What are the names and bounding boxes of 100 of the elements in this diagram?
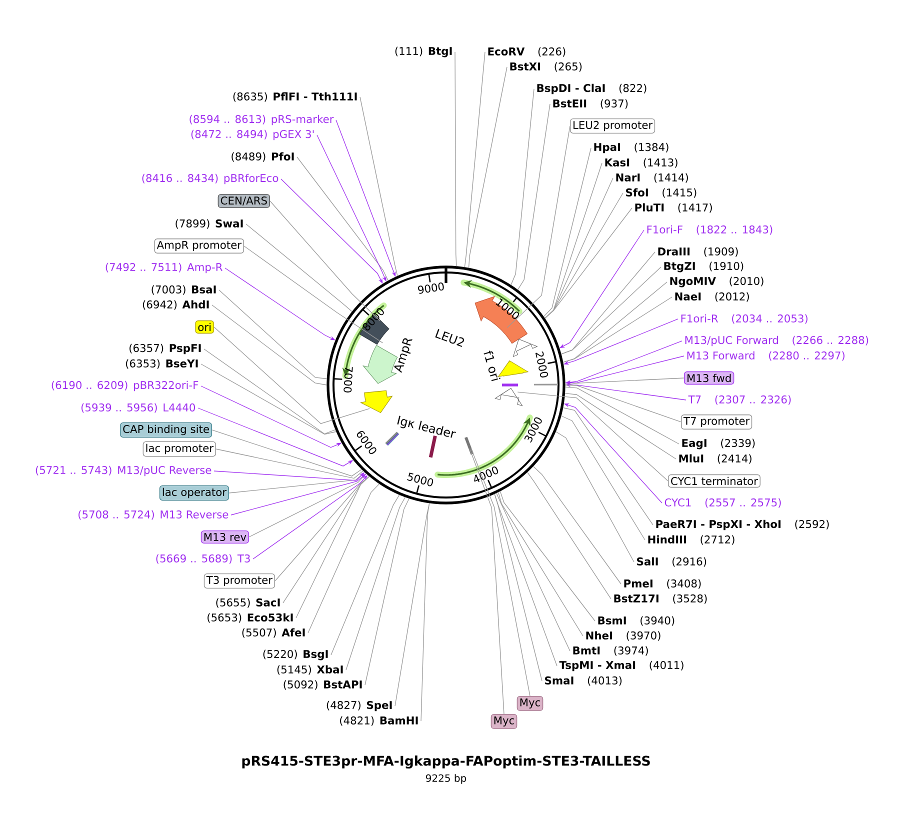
leader-line [498,492,584,636]
enzyme-label: EcoRV (226) [488,47,566,57]
leader-line [506,126,570,328]
feature-box: CYC1 terminator [668,474,760,488]
primer-label: (5721 .. 5743) M13/pUC Reverse [36,466,212,476]
leader-line [494,494,558,666]
leader-line [470,448,530,696]
feature-box: M13 fwd [684,371,734,385]
enzyme-label: BmtI (3974) [573,646,648,656]
primer-label: (8472 .. 8494) pGEX 3' [191,130,314,140]
leader-line [532,466,622,584]
leader-line [468,66,508,268]
primer-label: T7 (2307 .. 2326) [688,395,791,405]
enzyme-label: BsmI (3940) [598,616,674,626]
enzyme-label: (5655) SacI [216,598,280,608]
leader-line [517,104,550,290]
leader-line [560,266,662,354]
primer-label: M13 Forward (2280 .. 2297) [687,351,844,361]
leader-line [244,246,384,344]
primer-label: (7492 .. 7511) Amp-R [106,262,222,274]
leader-line [204,348,336,434]
leader-line [562,282,668,363]
primer-label: F1ori-R (2034 .. 2053) [681,314,808,324]
feature-box: AmpR promoter [154,238,244,254]
primer-label: CYC1 (2557 .. 2575) [664,498,781,508]
leader-line [282,476,370,604]
leader-line [565,384,682,422]
primer-label: (5708 .. 5724) M13 Reverse [78,510,228,520]
feature-box: T7 promoter [681,414,752,430]
leader-line [296,156,388,281]
enzyme-label: KasI (1413) [605,158,678,168]
leader-line [200,364,336,435]
enzyme-label: (8635) PflFI - Tth111I [233,92,357,102]
leader-line [517,392,668,482]
leader-line [214,326,370,424]
enzyme-label: (6353) BseYI [126,359,198,369]
leader-line [564,392,676,460]
leader-line [270,200,380,322]
leader-line [469,448,504,714]
leader-line [296,476,370,618]
tick-label: 2000 [535,352,548,378]
enzyme-label: (7899) SwaI [176,219,243,229]
feature-box: LEU2 promoter [570,118,656,134]
leader-line [500,491,596,622]
enzyme-label: (7003) BsaI [152,285,216,295]
feature-box: Myc [490,714,518,729]
enzyme-label: (5220) BsgI [263,650,328,660]
leader-line [494,494,542,682]
leader-line [527,472,612,600]
feature-box: ori [195,320,214,334]
leader-line [496,492,570,652]
primer-label: M13/pUC Forward (2266 .. 2288) [685,336,868,346]
leader-line [562,296,672,363]
enzyme-label: SfoI (1415) [626,188,696,198]
feature-box: Myc [516,696,544,711]
enzyme-label: BstEII (937) [553,99,628,109]
primer-label: (5669 .. 5689) T3 [156,554,250,564]
enzyme-label: (4821) BamHI [340,716,418,726]
enzyme-label: DraIII (1909) [658,247,738,257]
feature-label: AmpR [394,338,412,373]
enzyme-label: HindIII (2712) [648,535,734,545]
leader-line [394,502,430,706]
primer-label: F1ori-F (1822 .. 1843) [647,225,772,235]
leader-line [464,52,486,268]
tick-label: 7000 [344,367,353,392]
leader-line [212,430,362,476]
enzyme-label: SmaI (4013) [545,676,622,686]
feature-box: M13 rev [200,530,249,544]
leader-line [330,494,400,656]
leader-line [248,473,366,538]
enzyme-label: (5092) BstAPI [284,680,362,690]
leader-line [454,52,457,266]
leader-line [218,290,328,380]
enzyme-label: (5145) XbaI [277,665,343,675]
primer-label: (8416 .. 8434) pBRforEco [142,174,278,184]
tick-label: 4000 [474,466,498,482]
enzyme-label: HpaI (1384) [594,142,668,154]
enzyme-label: NarI (1414) [616,173,688,183]
leader-line [543,148,592,317]
enzyme-label: SalI (2916) [637,557,706,567]
enzyme-label: NgoMIV (2010) [670,276,764,288]
primer-label: (8594 .. 8613) pRS-marker [190,114,334,126]
tick-label: 5000 [407,472,434,486]
feature-box: lac promoter [142,441,216,457]
enzyme-label: MluI (2414) [679,454,752,464]
feature-label: f1 ori [484,350,500,382]
leader-line [562,407,654,526]
leader-line [274,476,370,582]
enzyme-label: BstZ17I (3528) [614,594,707,604]
primer-label: (6190 .. 6209) pBR322ori-F [52,380,198,392]
feature-box: lac operator [159,485,229,501]
enzyme-label: (6357) PspFI [130,344,201,354]
enzyme-label: (5507) AfeI [242,628,305,638]
leader-line [346,496,406,670]
primer-label: (5939 .. 5956) L4440 [81,403,196,413]
leader-line [364,498,410,686]
leader-line [308,484,380,634]
enzyme-label: BspDI - ClaI (822) [537,84,646,94]
leader-line [510,88,534,286]
leader-line [544,208,632,319]
